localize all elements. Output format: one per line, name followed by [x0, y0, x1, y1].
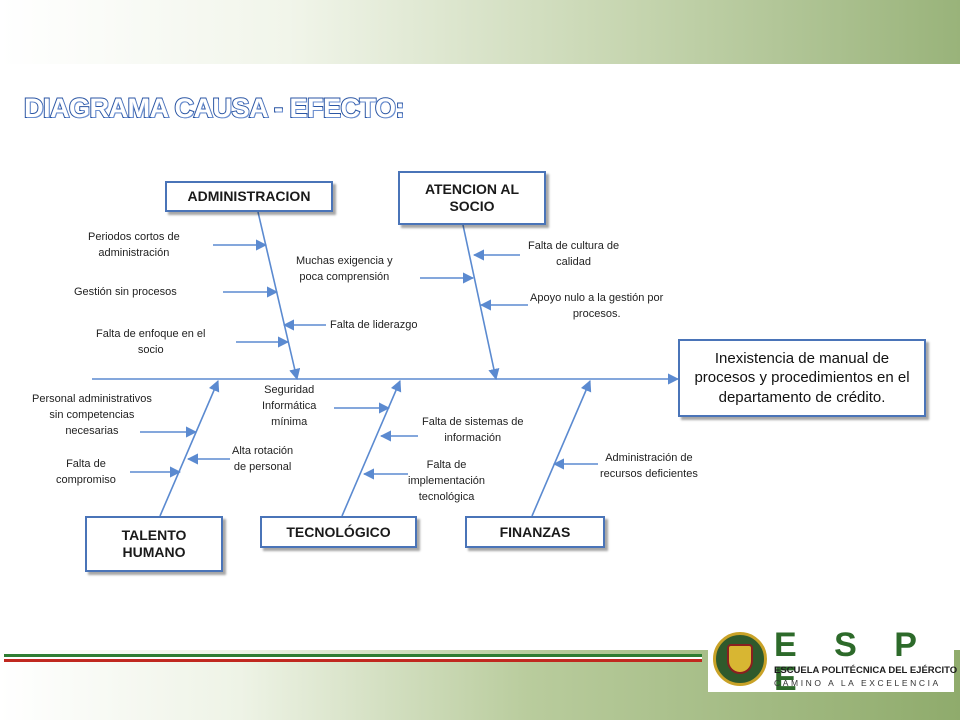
- diagram-title: DIAGRAMA CAUSA - EFECTO:: [23, 92, 406, 124]
- cause-label-exigencia: Muchas exigencia y poca comprensión: [296, 255, 393, 283]
- bone-administracion: [257, 211, 301, 381]
- espe-seal-icon: [713, 632, 767, 686]
- espe-letters: E S P E: [774, 626, 931, 698]
- cause-label-compromiso: Falta de compromiso: [56, 458, 116, 486]
- cause-label-seguridad: Seguridad Informática mínima: [262, 384, 317, 428]
- top-gradient-band: [0, 0, 960, 64]
- cause-label-implementacion: Falta de implementación tecnológica: [408, 459, 486, 503]
- category-box-talento: TALENTO HUMANO: [85, 516, 223, 572]
- stripe-white: [4, 657, 702, 659]
- bone-tecnologico: [341, 379, 402, 517]
- category-box-atencion: ATENCION AL SOCIO: [398, 171, 546, 225]
- cause-label-gestion: Gestión sin procesos: [74, 286, 177, 298]
- cause-label-cultura: Falta de cultura de calidad: [528, 240, 620, 268]
- bone-finanzas: [531, 379, 592, 517]
- espe-logo: E S P E ESCUELA POLITÉCNICA DEL EJÉRCITO…: [708, 628, 958, 696]
- cause-label-rotacion: Alta rotación de personal: [232, 445, 294, 473]
- category-box-tecnologico: TECNOLÓGICO: [260, 516, 417, 548]
- cause-label-liderazgo: Falta de liderazgo: [330, 319, 418, 331]
- stripe-green: [4, 654, 702, 657]
- stripe-red: [4, 659, 702, 662]
- cause-label-periodos: Periodos cortos de administración: [88, 231, 180, 259]
- cause-label-recursos: Administración de recursos deficientes: [600, 452, 698, 480]
- effect-box: Inexistencia de manual de procesos y pro…: [678, 339, 926, 417]
- bone-talento: [159, 379, 220, 517]
- cause-label-apoyo: Apoyo nulo a la gestión por procesos.: [530, 292, 664, 320]
- espe-institution-name: ESCUELA POLITÉCNICA DEL EJÉRCITO: [774, 665, 958, 676]
- category-box-administracion: ADMINISTRACION: [165, 181, 333, 212]
- espe-motto: CAMINO A LA EXCELENCIA: [774, 678, 941, 688]
- shield-icon: [727, 644, 753, 674]
- bone-atencion: [462, 224, 500, 381]
- cause-label-enfoque: Falta de enfoque en el socio: [96, 328, 206, 356]
- cause-label-personal: Personal administrativos sin competencia…: [32, 393, 152, 437]
- category-box-finanzas: FINANZAS: [465, 516, 605, 548]
- cause-label-sistemas: Falta de sistemas de información: [422, 416, 524, 444]
- footer-stripes: [4, 654, 702, 662]
